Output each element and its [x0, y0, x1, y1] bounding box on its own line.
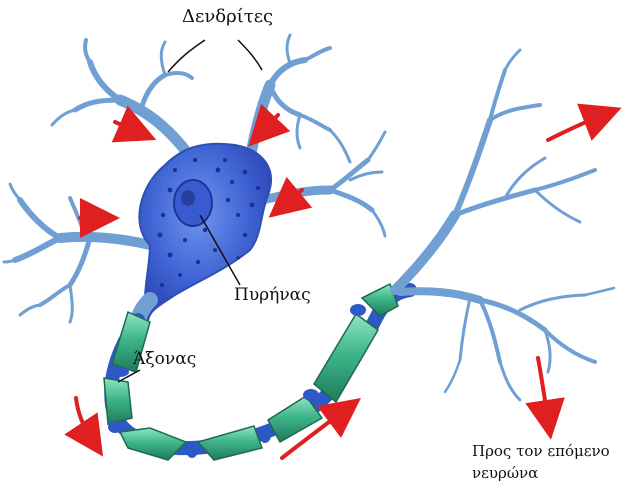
- myelin-segment: [120, 428, 186, 460]
- label-next-neuron: Προς τον επόμενο νευρώνα: [472, 440, 610, 484]
- arrow-into-dendrite-upper-left: [115, 122, 138, 132]
- myelin-segment: [104, 378, 132, 424]
- label-axon: Άξονας: [133, 349, 196, 369]
- label-next-neuron-line2: νευρώνα: [472, 462, 610, 484]
- label-dendrites: Δενδρίτες: [182, 6, 273, 27]
- label-next-neuron-line1: Προς τον επόμενο: [472, 440, 610, 462]
- leader-dendrites-right: [238, 40, 262, 70]
- dendrite-tree-left: [4, 184, 150, 322]
- leader-dendrites-left: [168, 40, 205, 72]
- myelin-segment: [314, 314, 378, 402]
- arrow-out-terminal-top: [548, 115, 603, 140]
- label-nucleus: Πυρήνας: [234, 285, 311, 305]
- axon-terminals: [395, 50, 614, 400]
- axon-core: [111, 290, 410, 448]
- arrow-along-axon-left: [76, 398, 92, 440]
- arrow-out-terminal-bottom: [538, 358, 548, 420]
- myelin-segment: [198, 426, 262, 460]
